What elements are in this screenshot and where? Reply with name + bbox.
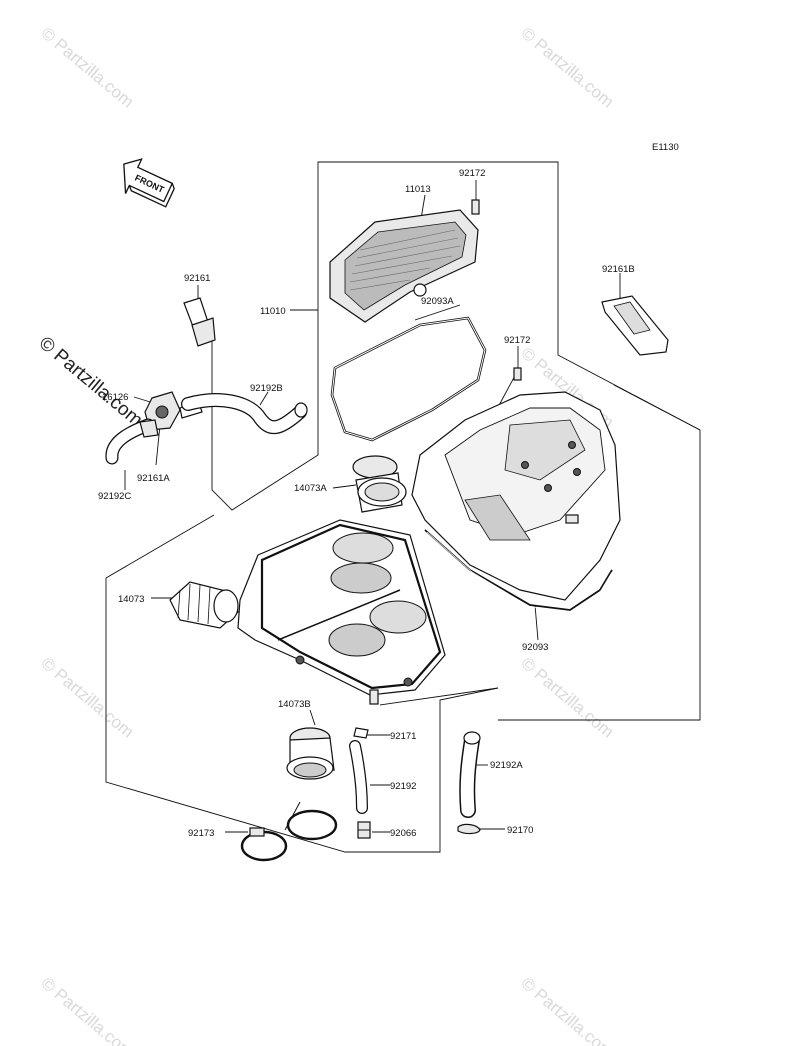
label-92171: 92171: [390, 731, 416, 742]
watermark: © Partzilla.com: [517, 974, 617, 1046]
label-92172: 92172: [459, 168, 485, 179]
watermark: © Partzilla.com: [37, 24, 137, 112]
label-16126: 16126: [102, 392, 128, 403]
label-92192C: 92192C: [98, 491, 131, 502]
air-cleaner-case: [237, 519, 446, 705]
bracket-92161: [183, 297, 216, 347]
air-filter-element: [329, 209, 479, 323]
watermark-dark: © Partzilla.com: [35, 333, 147, 431]
label-92192A: 92192A: [490, 760, 523, 771]
label-92172-mid: 92172: [504, 335, 530, 346]
label-14073A: 14073A: [294, 483, 327, 494]
gasket-92093A: [330, 316, 487, 442]
label-14073B: 14073B: [278, 699, 311, 710]
part-labels: 11013 92172 11010 92093A 92161 92161B 92…: [98, 168, 635, 839]
label-92192B: 92192B: [250, 383, 283, 394]
hose-92192B: [181, 393, 308, 434]
screw-icon: [513, 367, 522, 381]
callout-frames: [105, 161, 701, 853]
duct-14073B: [286, 727, 335, 780]
air-cleaner-cover: [411, 391, 621, 613]
clamp-92171: [353, 727, 369, 739]
label-11013: 11013: [405, 184, 431, 195]
watermark: © Partzilla.com: [517, 24, 617, 112]
watermark: © Partzilla.com: [517, 654, 617, 742]
label-92093A: 92093A: [421, 296, 454, 307]
label-14073: 14073: [118, 594, 144, 605]
hose-92192A: [459, 731, 481, 818]
label-92161A: 92161A: [137, 473, 170, 484]
duct-14073A: [352, 455, 407, 513]
label-92066: 92066: [390, 828, 416, 839]
label-11010: 11010: [260, 306, 286, 317]
label-92093: 92093: [522, 642, 548, 653]
label-92192: 92192: [390, 781, 416, 792]
bracket-92161A: [139, 419, 159, 438]
clamp-92173: [240, 801, 338, 862]
front-arrow-icon: FRONT: [123, 158, 175, 208]
plate-92161B: [601, 295, 669, 356]
watermark: © Partzilla.com: [37, 974, 137, 1046]
screw-icon: [471, 199, 480, 215]
clip-92170: [457, 823, 481, 835]
watermark: © Partzilla.com: [37, 654, 137, 742]
label-92161: 92161: [184, 273, 210, 284]
label-92170: 92170: [507, 825, 533, 836]
label-92161B: 92161B: [602, 264, 635, 275]
hose-92192: [349, 740, 368, 814]
duct-14073: [169, 581, 239, 629]
diagram-code: E1130: [652, 142, 679, 153]
plug-92066: [357, 821, 371, 839]
label-92173: 92173: [188, 828, 214, 839]
